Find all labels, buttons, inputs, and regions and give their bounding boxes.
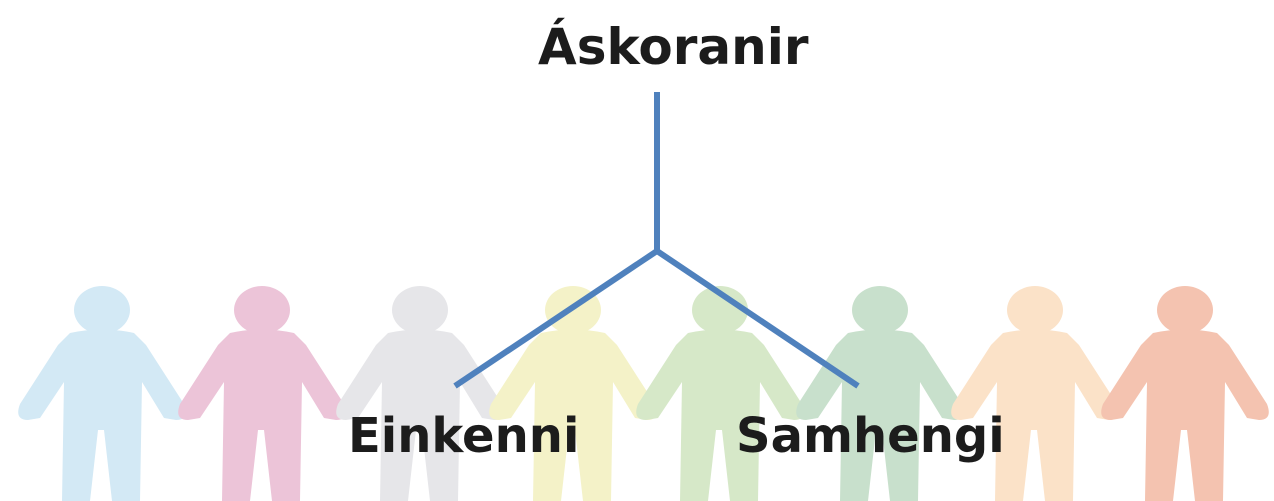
person-icon	[636, 286, 804, 501]
child-node-label-right: Samhengi	[736, 408, 1005, 464]
person-icon	[1101, 286, 1269, 501]
branch-line-left	[453, 248, 659, 389]
child-node-label-left: Einkenni	[348, 408, 580, 464]
branch-line-right	[655, 248, 860, 389]
root-node-label: Áskoranir	[538, 18, 809, 76]
person-icon	[18, 286, 186, 501]
person-icon	[951, 286, 1119, 501]
person-icon	[178, 286, 346, 501]
person-icon	[336, 286, 504, 501]
